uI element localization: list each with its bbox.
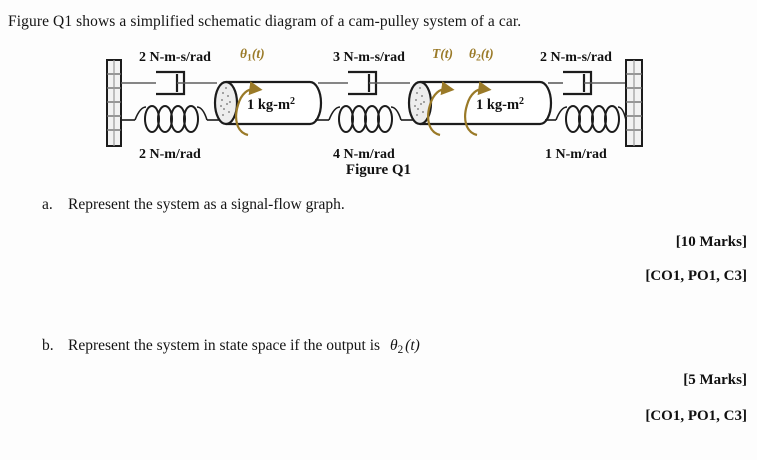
figure-q1-diagram: 1 kg-m2 <box>0 40 757 165</box>
spring-right <box>545 105 637 133</box>
damper-left <box>121 70 217 96</box>
inertia-1-label: 1 kg-m2 <box>247 96 295 113</box>
theta2-subscript: 2 <box>476 52 481 64</box>
question-a-outcomes: [CO1, PO1, C3] <box>645 268 747 284</box>
figure-caption: Figure Q1 <box>345 162 412 178</box>
theta1-subscript: 1 <box>247 52 252 64</box>
question-b-text: Represent the system in state space if t… <box>68 337 420 356</box>
question-b-text-before: Represent the system in state space if t… <box>68 337 381 354</box>
question-b-output-symbol: θ2(t) <box>389 337 420 357</box>
spring-right-label: 1 N-m/rad <box>545 147 607 162</box>
question-a-text: Represent the system as a signal-flow gr… <box>68 196 345 213</box>
wall-left <box>106 59 122 147</box>
question-b-letter: b. <box>42 337 54 354</box>
theta2-annotation-arrow <box>464 81 492 137</box>
theta1-annotation-arrow <box>235 81 263 137</box>
wall-right <box>625 59 643 147</box>
question-a-letter: a. <box>42 196 53 213</box>
theta1-symbol: θ <box>240 46 248 61</box>
spring-left-label: 2 N-m/rad <box>139 147 201 162</box>
damper-right-label: 2 N-m-s/rad <box>540 50 612 65</box>
theta1-label: θ1(t) <box>240 46 265 64</box>
torque-arg: (t) <box>440 46 453 61</box>
question-b-outcomes: [CO1, PO1, C3] <box>645 408 747 424</box>
spring-middle <box>315 105 414 133</box>
damper-left-label: 2 N-m-s/rad <box>139 50 211 65</box>
damper-middle-label: 3 N-m-s/rad <box>333 50 405 65</box>
question-b-marks: [5 Marks] <box>683 372 747 388</box>
inertia-2-label: 1 kg-m2 <box>476 96 524 113</box>
torque-symbol: T <box>432 46 441 61</box>
spring-middle-label: 4 N-m/rad <box>333 147 395 162</box>
torque-label: T(t) <box>432 46 453 64</box>
inertia-1: 1 kg-m2 <box>213 80 323 126</box>
damper-right <box>548 70 625 96</box>
theta2-arg: (t) <box>480 46 494 61</box>
question-a-marks: [10 Marks] <box>675 234 747 250</box>
torque-annotation-arrow <box>427 81 455 137</box>
theta1-arg: (t) <box>251 46 265 61</box>
spring-left <box>121 105 220 133</box>
intro-text: Figure Q1 shows a simplified schematic d… <box>8 13 522 30</box>
damper-middle <box>318 70 410 96</box>
theta2-symbol: θ <box>469 46 477 61</box>
theta2-label: θ2(t) <box>469 46 494 64</box>
